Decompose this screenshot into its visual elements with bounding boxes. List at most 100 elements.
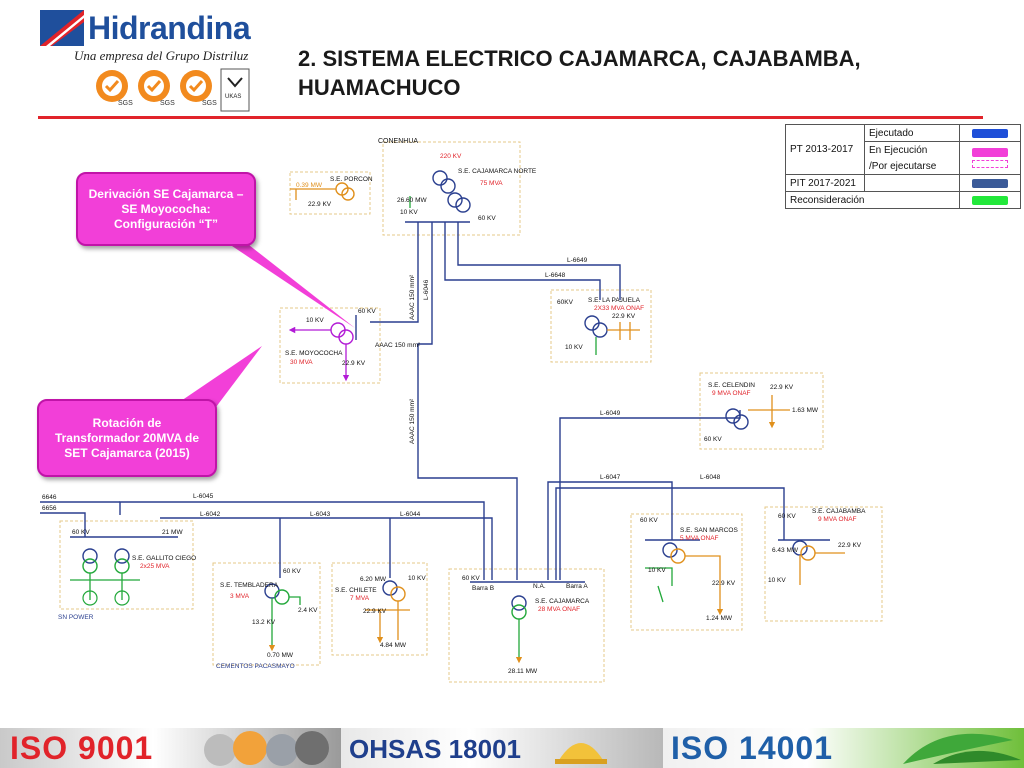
mv-feeders <box>70 188 845 664</box>
label-sn-power: SN POWER <box>58 614 94 621</box>
certification-footer: ISO 9001 OHSAS 18001 ISO 14001 <box>0 728 1024 768</box>
footer-iso14001-text: ISO 14001 <box>671 730 833 766</box>
callout-derivacion-text: Derivación SE Cajamarca – SE Moyococha: … <box>88 186 244 231</box>
label-norte-mw: 26.60 MW <box>397 197 427 204</box>
transformer-la-pajuela <box>584 315 608 338</box>
legend-row: PT 2013-2017 Ejecutado <box>785 124 1021 175</box>
transformer-chilete <box>382 580 406 602</box>
label-chilete-mw: 6.20 MW <box>360 576 387 583</box>
line-l6048 <box>555 487 785 580</box>
label-celendin-mva: 9 MVA ONAF <box>712 390 751 397</box>
vertical-line-labels: L-6046 AAAC 150 mm² AAAC 150 mm² <box>409 274 430 444</box>
feeder-celendin <box>748 395 790 425</box>
feed-6656 <box>40 512 86 537</box>
substation-frames <box>59 141 883 683</box>
hidrandina-logo-icon <box>40 10 84 46</box>
label-porcon-name: S.E. PORCON <box>330 176 373 183</box>
legend-swatch-cell <box>959 191 1021 209</box>
sgs-badge-label: SGS <box>202 100 217 107</box>
legend-swatch-dashed <box>972 160 1008 168</box>
callout-rotacion: Rotación de Transformador 20MVA de SET C… <box>37 399 217 477</box>
label-celendin-mw: 1.63 MW <box>792 407 819 414</box>
label-na: N.A. <box>533 583 546 590</box>
transformer-celendin <box>725 408 749 430</box>
legend-plan: PT 2013-2017 <box>785 124 865 175</box>
label-sanmarcos-mva: 5 MVA ONAF <box>680 535 719 542</box>
label-l6048: L-6048 <box>700 474 721 481</box>
transmission-lines <box>40 221 830 583</box>
generator-icons <box>82 590 130 606</box>
label-gallito-60: 60 KV <box>72 529 90 536</box>
label-celendin-60: 60 KV <box>704 436 722 443</box>
legend-row: En Ejecución <box>786 141 1021 175</box>
frame-moyococha <box>279 307 381 384</box>
callout-pointer-icon <box>205 228 355 328</box>
legend-swatch <box>972 195 1008 205</box>
feeder-gallito <box>70 573 140 600</box>
label-moyo-22: 22.9 KV <box>342 360 366 367</box>
label-cajamarca-mva: 28 MVA ONAF <box>538 606 580 613</box>
label-tembladera-60: 60 KV <box>283 568 301 575</box>
label-l6043: L-6043 <box>310 511 331 518</box>
label-barra-a: Barra A <box>566 583 588 590</box>
callout-pointer-icon <box>175 346 262 415</box>
frame-la-pajuela <box>550 289 652 363</box>
frame-cajamarca <box>448 568 605 683</box>
sgs-badge-label: SGS <box>160 100 175 107</box>
frame-celendin <box>699 372 824 450</box>
label-l6049: L-6049 <box>600 410 621 417</box>
label-6646: 6646 <box>42 494 57 501</box>
label-tembladera-mw: 0.70 MW <box>267 652 294 659</box>
label-l6046: L-6046 <box>423 279 430 300</box>
leaves-icon <box>903 733 1021 764</box>
legend-swatch <box>972 148 1008 157</box>
label-norte-name: S.E. CAJAMARCA NORTE <box>458 168 537 175</box>
label-celendin-22: 22.9 KV <box>770 384 794 391</box>
label-pajuela-name: S.E. LA PAJUELA <box>588 297 641 304</box>
label-cementos: CEMENTOS PACASMAYO <box>216 663 295 670</box>
ukas-badge-label: UKAS <box>225 94 242 100</box>
label-norte-mva: 75 MVA <box>480 180 503 187</box>
legend-row: PIT 2017-2021 <box>785 174 1021 192</box>
footer-panel-iso14001: ISO 14001 <box>663 728 1024 768</box>
brand-name: Hidrandina <box>88 10 251 46</box>
frame-chilete <box>331 562 428 656</box>
legend-swatch <box>972 178 1008 188</box>
label-chilete-10: 10 KV <box>408 575 426 582</box>
legend-swatch-cell <box>959 141 1021 175</box>
transformer-moyococha <box>330 322 354 345</box>
brand-tagline: Una empresa del Grupo Distriluz <box>74 48 249 63</box>
line-l6046 <box>370 222 419 323</box>
label-cajamarca-mw: 28.11 MW <box>508 668 538 675</box>
feeder-tembladera-24 <box>289 596 301 605</box>
label-norte-220: 220 KV <box>440 153 462 160</box>
slide-title: 2. SISTEMA ELECTRICO CAJAMARCA, CAJABAMB… <box>298 46 861 100</box>
label-chilete-22: 22.9 KV <box>363 608 387 615</box>
footer-iso9001-text: ISO 9001 <box>10 730 154 766</box>
label-l6044: L-6044 <box>400 511 421 518</box>
label-barra-b: Barra B <box>472 585 494 592</box>
label-cajabamba-name: S.E. CAJABAMBA <box>812 508 866 515</box>
label-aaac-a: AAAC 150 mm² <box>409 274 416 320</box>
label-cajabamba-mw: 6.43 MW <box>772 547 799 554</box>
frame-gallito-ciego <box>59 520 194 610</box>
transformer-gallito-1 <box>82 548 98 574</box>
label-moyo-mva: 30 MVA <box>290 359 313 366</box>
label-pajuela-60: 60KV <box>557 299 574 306</box>
label-sanmarcos-name: S.E. SAN MARCOS <box>680 527 738 534</box>
label-gallito-mw: 21 MW <box>162 529 183 536</box>
legend-table: PT 2013-2017 Ejecutado En Ejecución /Por… <box>785 124 1021 209</box>
feeder-san-marcos-22 <box>685 555 724 616</box>
single-line-diagram: CONENHUA 220 KV S.E. CAJAMARCA NORTE 75 … <box>40 138 883 683</box>
label-sanmarcos-10: 10 KV <box>648 567 666 574</box>
label-norte-60: 60 KV <box>478 215 496 222</box>
label-chilete-mva: 7 MVA <box>350 595 370 602</box>
sgs-badge-label: SGS <box>118 100 133 107</box>
transformer-gallito-2 <box>114 548 130 574</box>
label-pajuela-22: 22.9 KV <box>612 313 636 320</box>
label-aaac-b: AAAC 150 mm² <box>409 398 416 444</box>
ukas-badge-icon <box>220 68 250 112</box>
legend-row: Reconsideración <box>785 191 1021 209</box>
line-l6045 <box>119 501 485 580</box>
label-tembladera-name: S.E. TEMBLADERA <box>220 582 279 589</box>
